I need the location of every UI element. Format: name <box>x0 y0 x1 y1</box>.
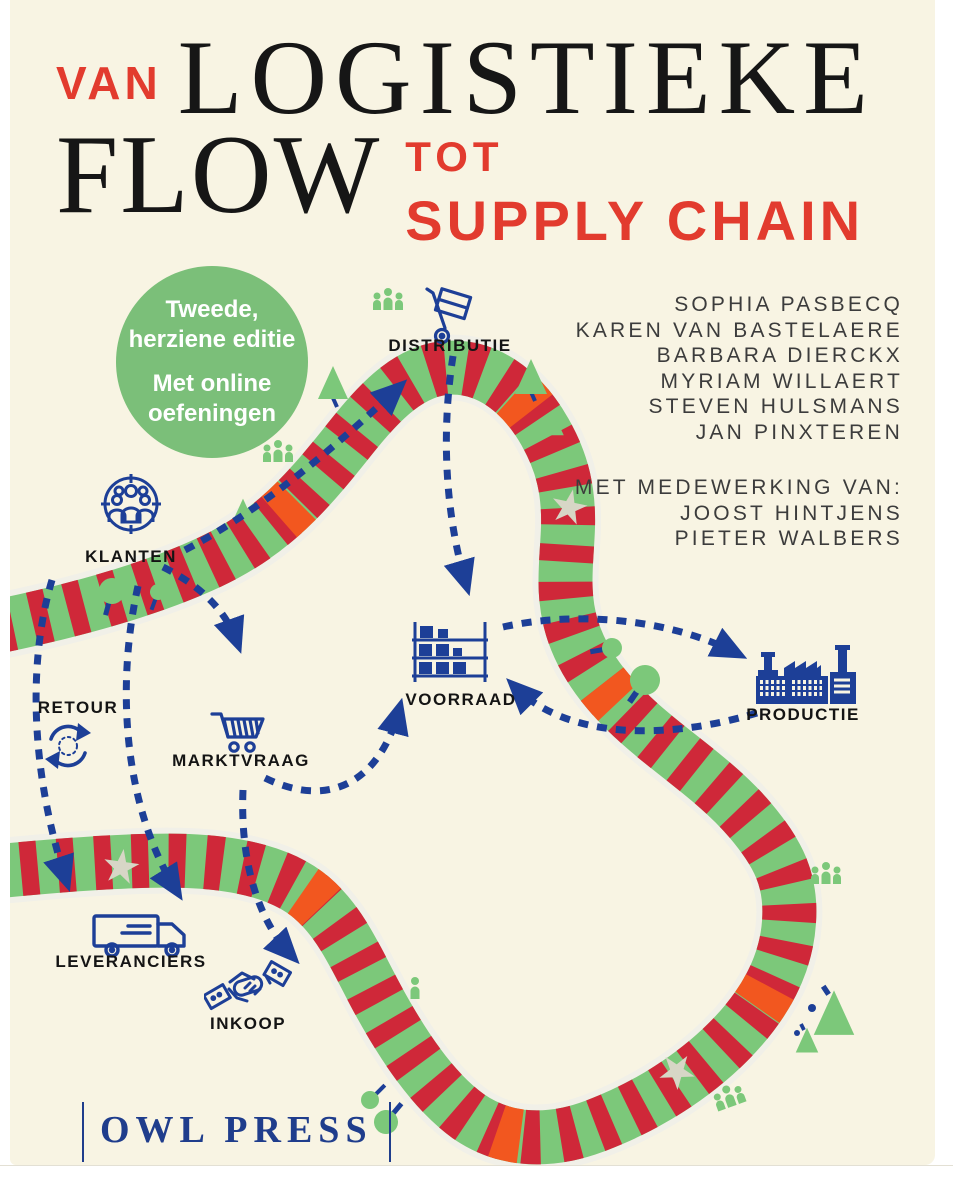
label-voorraad: VOORRAAD <box>405 690 517 709</box>
round-tree-icon <box>374 1102 404 1134</box>
badge-line: herziene editie <box>128 326 296 353</box>
tree-icon <box>813 984 855 1035</box>
handshake-icon <box>204 960 292 1011</box>
flow-arrows <box>32 355 759 965</box>
round-tree-icon <box>627 665 660 704</box>
tree-icon <box>550 420 564 436</box>
contributors-heading: MET MEDEWERKING VAN: <box>574 476 903 499</box>
label-klanten: KLANTEN <box>85 547 177 566</box>
tree-icon <box>515 359 547 402</box>
tree-icon <box>795 1023 819 1053</box>
title-word-van: VAN <box>56 57 162 109</box>
arrow-klanten-to-marktvraag <box>161 563 245 654</box>
pawn-group-icon <box>811 862 841 884</box>
round-tree-icon <box>99 578 125 616</box>
label-marktvraag: MARKTVRAAG <box>172 751 310 770</box>
title-block: VAN LOGISTIEKE FLOW TOT SUPPLY CHAIN <box>56 22 926 253</box>
round-tree-icon <box>589 638 622 658</box>
pawn-group-icon <box>373 288 403 310</box>
pawn-group-icon <box>263 440 293 462</box>
round-tree-icon <box>149 584 166 611</box>
arrow-distributie-to-voorraad <box>442 355 475 597</box>
author-name: BARBARA DIERCKX <box>656 344 903 367</box>
decorative-trees-and-pawns <box>99 288 855 1134</box>
pawn-icon <box>410 977 420 999</box>
storage-rack-icon <box>412 622 488 682</box>
label-distributie: DISTRIBUTIE <box>388 336 512 355</box>
customers-target-icon <box>101 474 161 534</box>
hand-truck-icon <box>425 287 473 345</box>
badge-line: Tweede, <box>165 296 259 323</box>
contributor-name: JOOST HINTJENS <box>680 501 903 525</box>
label-productie: PRODUCTIE <box>746 705 860 724</box>
arrow-retour-outer <box>32 578 74 892</box>
tree-icon <box>234 498 252 519</box>
author-name: SOPHIA PASBECQ <box>674 293 903 316</box>
edition-badge: Tweede, herziene editie Met online oefen… <box>116 266 308 458</box>
author-name: STEVEN HULSMANS <box>648 395 903 418</box>
delivery-truck-icon <box>92 914 186 958</box>
label-leveranciers: LEVERANCIERS <box>55 952 207 971</box>
badge-line: Met online <box>152 370 272 397</box>
author-name: JAN PINXTEREN <box>695 420 903 444</box>
contributor-name: PIETER WALBERS <box>674 527 903 550</box>
arrow-marktvraag-to-inkoop <box>239 789 300 965</box>
star-icon: ★ <box>97 837 145 896</box>
arrow-voorraad-to-productie <box>502 615 748 659</box>
arrow-marktvraag-to-voorraad <box>263 697 409 795</box>
authors-block: SOPHIA PASBECQ KAREN VAN BASTELAERE BARB… <box>575 292 903 552</box>
pawn-group-icon <box>713 1085 747 1112</box>
publisher-logo: OWL PRESS <box>82 1102 391 1162</box>
pawn-icon <box>794 1030 800 1036</box>
arrow-klanten-to-leveranciers <box>122 585 183 901</box>
arrow-klanten-to-distributie <box>183 379 408 554</box>
factory-icon <box>756 645 856 704</box>
return-arrows-icon <box>45 723 91 769</box>
shopping-cart-icon <box>210 712 265 753</box>
arrow-productie-to-voorraad <box>506 678 759 735</box>
author-name: MYRIAM WILLAERT <box>660 369 903 393</box>
page-edge-right <box>935 0 953 1200</box>
author-name: KAREN VAN BASTELAERE <box>575 318 903 342</box>
tree-icon <box>318 366 348 408</box>
title-word-tot: TOT <box>405 133 504 181</box>
title-word-flow: FLOW <box>56 113 382 238</box>
pawn-icon <box>808 1004 816 1012</box>
round-tree-icon <box>361 1083 387 1109</box>
label-retour: RETOUR <box>37 698 119 717</box>
title-word-logistieke: LOGISTIEKE <box>177 19 876 136</box>
badge-line: oefeningen <box>147 400 276 427</box>
label-inkoop: INKOOP <box>209 1014 287 1033</box>
page-edge-left <box>0 0 10 1200</box>
title-word-supply-chain: SUPPLY CHAIN <box>405 189 865 253</box>
page-edge-bottom <box>0 1165 953 1200</box>
